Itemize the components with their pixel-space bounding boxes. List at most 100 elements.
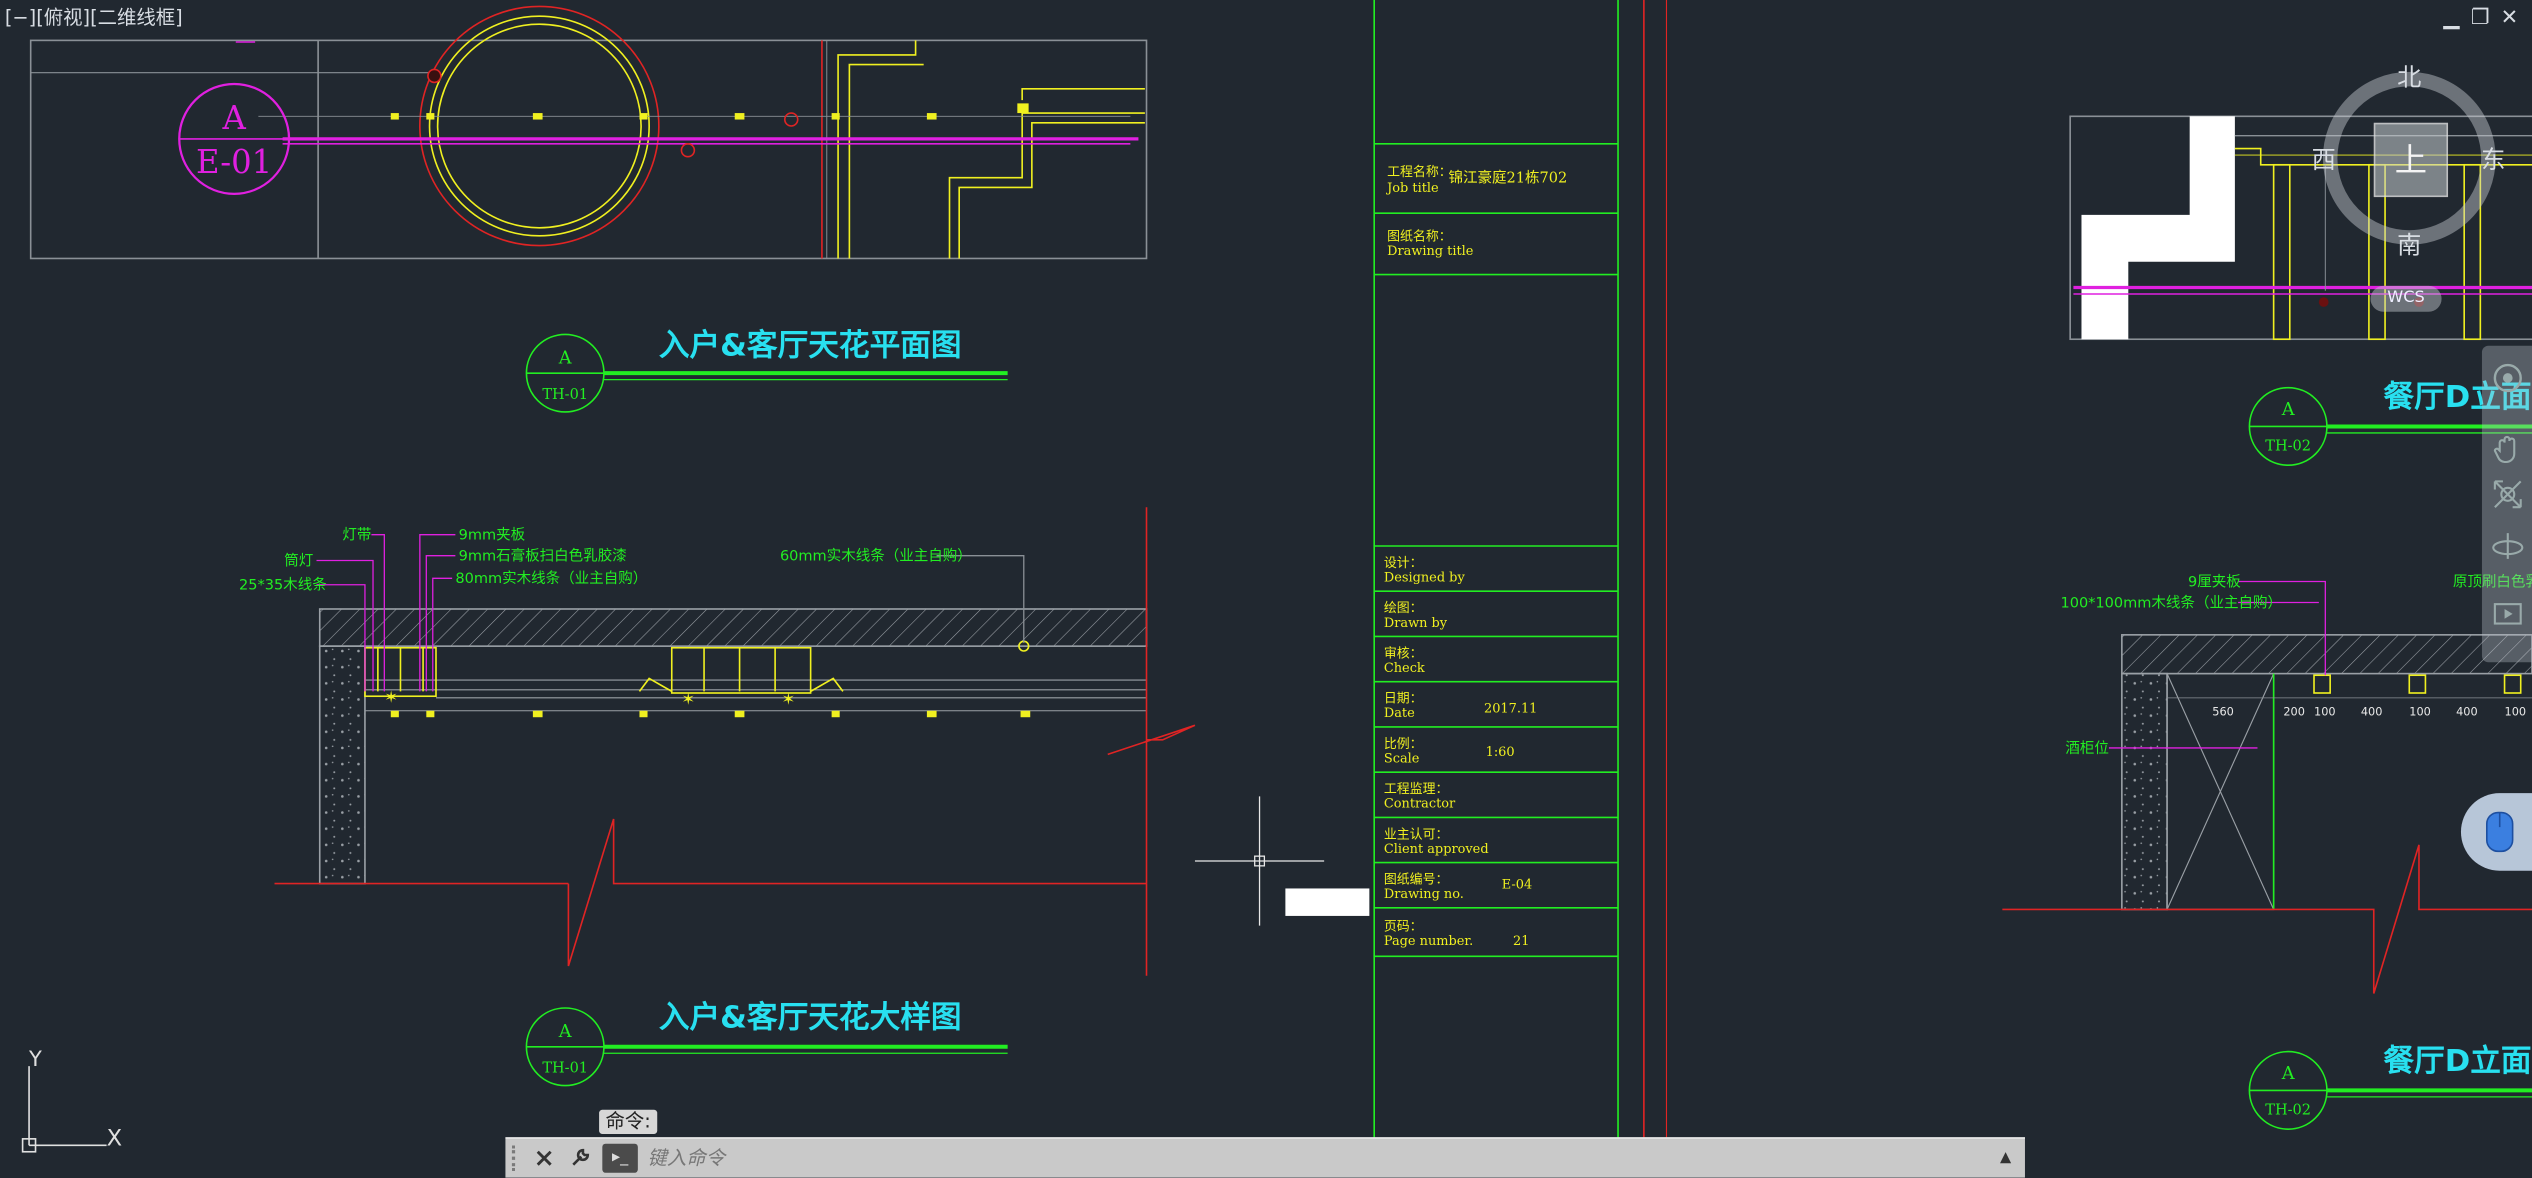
right-detail-title-block: A TH-02 餐厅D立面大: [2248, 1043, 2532, 1130]
title-bubble-bottom: TH-02: [2265, 439, 2311, 455]
pan-hand-icon[interactable]: [2488, 430, 2527, 469]
dim-label: 100: [2505, 706, 2527, 719]
tb-date-value: 2017.11: [1484, 701, 1537, 716]
tb-drawing-cn: 图纸名称：: [1387, 229, 1452, 245]
callout-right-plywood: 9厘夹板: [2188, 572, 2241, 590]
dim-label: 400: [2361, 706, 2383, 719]
compass-south[interactable]: 南: [2397, 232, 2421, 260]
title-bubble-bottom: TH-02: [2265, 1103, 2311, 1119]
command-line: ▸_ ▲: [505, 1137, 2025, 1178]
title-bubble-bottom: TH-01: [542, 1061, 588, 1077]
title-bubble-top: A: [2281, 400, 2295, 420]
ceiling-detail-section: ✶ ✶ ✶: [274, 507, 1196, 976]
callout-right-wood-strip: 100*100mm木线条（业主自购）: [2060, 594, 2282, 611]
title-block: 工程名称： Job title 锦江豪庭21栋702 图纸名称： Drawing…: [1373, 0, 1668, 1176]
tb-contractor-en: Contractor: [1384, 797, 1456, 812]
tb-drawingno-en: Drawing no.: [1384, 887, 1464, 902]
navigation-bar: [2481, 345, 2532, 663]
tb-client-cn: 业主认可：: [1384, 827, 1449, 842]
callout-solid-wood-60: 60mm实木线条（业主自购）: [780, 548, 972, 565]
showmotion-icon[interactable]: [2488, 594, 2527, 633]
callout-gypsum-board: 9mm石膏板扫白色乳胶漆: [459, 547, 627, 565]
callout-downlight: 筒灯: [284, 552, 313, 569]
command-line-grip[interactable]: [511, 1145, 525, 1172]
tb-project-en: Job title: [1385, 181, 1439, 196]
tb-date-cn: 日期：: [1384, 692, 1423, 707]
title-bubble-top: A: [2281, 1064, 2295, 1084]
recent-commands-dropdown[interactable]: ▸_: [602, 1143, 638, 1173]
tb-scale-en: Scale: [1384, 751, 1420, 766]
detail-title-block: A TH-01 入户&客厅天花大样图: [525, 999, 1008, 1087]
restore-button[interactable]: ❐: [2470, 6, 2490, 31]
ucs-icon: Y X: [21, 1047, 122, 1153]
dim-label: 100: [2314, 706, 2336, 719]
callout-light-strip: 灯带: [342, 527, 371, 544]
right-plan-title-block: A TH-02 餐厅D立面平: [2248, 379, 2532, 467]
plan-title: 入户&客厅天花平面图: [659, 327, 962, 363]
tb-page-cn: 页码：: [1384, 919, 1423, 934]
viewcube-top-face[interactable]: 上: [2373, 122, 2449, 198]
tb-drawingno-value: E-04: [1502, 877, 1532, 892]
dining-elevation-detail: [2002, 634, 2532, 994]
right-detail-title: 餐厅D立面大: [2383, 1043, 2532, 1079]
title-bubble-top: A: [558, 1022, 572, 1042]
wrench-icon: [572, 1148, 590, 1166]
full-navigation-wheel-icon[interactable]: [2488, 359, 2527, 398]
close-icon: [536, 1150, 552, 1166]
tb-contractor-cn: 工程监理：: [1384, 782, 1449, 797]
dim-label: 100: [2409, 706, 2431, 719]
callout-right-ceiling: 原顶刷白色乳: [2453, 573, 2532, 590]
command-input[interactable]: [647, 1142, 1993, 1175]
tb-designed-en: Designed by: [1384, 571, 1466, 586]
right-detail-callouts: 9厘夹板 100*100mm木线条（业主自购） 原顶刷白色乳 酒柜位: [2060, 572, 2532, 756]
mouse-hardware-icon[interactable]: [2460, 793, 2532, 871]
plan-section-bubble-e01: A E-01: [178, 82, 291, 195]
bubble-top-label: A: [221, 99, 246, 137]
viewcube-compass[interactable]: 北 南 西 东: [2312, 64, 2506, 260]
dining-elevation-plan: [2069, 115, 2532, 341]
ucs-y-label: Y: [28, 1047, 42, 1071]
ceiling-plan-fragment: [29, 5, 1148, 260]
command-history-toggle[interactable]: ▲: [1999, 1150, 2012, 1167]
tb-drawn-cn: 绘图：: [1384, 601, 1423, 616]
callout-plywood: 9mm夹板: [459, 526, 526, 544]
dim-label: 400: [2456, 706, 2478, 719]
tooltip-box: [1285, 888, 1370, 916]
compass-north[interactable]: 北: [2397, 64, 2421, 92]
detail-callouts: 灯带 筒灯 25*35木线条 9mm夹板 9mm石膏板扫白色乳胶漆 80mm实木…: [239, 526, 1025, 692]
close-command-line-button[interactable]: [528, 1142, 560, 1174]
callout-solid-wood-80: 80mm实木线条（业主自购）: [455, 570, 647, 587]
tb-project-cn: 工程名称：: [1387, 164, 1452, 180]
tb-designed-cn: 设计：: [1384, 556, 1423, 571]
tb-check-en: Check: [1384, 661, 1425, 676]
minimize-button[interactable]: ▁: [2443, 6, 2460, 31]
tb-page-en: Page number.: [1384, 934, 1473, 949]
command-history-hint: 命令:: [599, 1109, 658, 1134]
ucs-x-label: X: [107, 1125, 122, 1151]
right-dimensions: 560 200 100 400 100 400 100: [2212, 706, 2526, 719]
close-button[interactable]: ✕: [2500, 6, 2519, 31]
right-plan-title: 餐厅D立面平: [2383, 379, 2532, 415]
wcs-dropdown[interactable]: WCS: [2370, 285, 2442, 312]
bubble-bottom-label: E-01: [196, 143, 272, 181]
customize-button[interactable]: [564, 1142, 596, 1174]
viewport-controls-label[interactable]: [−][俯视][二维线框]: [4, 6, 183, 30]
tb-drawing-en: Drawing title: [1387, 244, 1473, 259]
tb-check-cn: 审核：: [1384, 646, 1423, 661]
tb-client-en: Client approved: [1384, 842, 1489, 857]
tb-page-value: 21: [1513, 934, 1529, 949]
tb-project-value: 锦江豪庭21栋702: [1448, 169, 1567, 187]
compass-west[interactable]: 西: [2312, 146, 2336, 174]
svg-text:✶: ✶: [681, 689, 695, 708]
compass-east[interactable]: 东: [2481, 146, 2505, 174]
orbit-icon[interactable]: [2488, 527, 2527, 566]
svg-text:✶: ✶: [384, 688, 398, 707]
callout-wine-cabinet: 酒柜位: [2065, 740, 2109, 757]
tb-scale-value: 1:60: [1486, 745, 1515, 760]
callout-wood-strip: 25*35木线条: [239, 577, 327, 594]
title-bubble-top: A: [558, 348, 572, 368]
tb-date-en: Date: [1384, 706, 1415, 721]
zoom-extents-icon[interactable]: [2488, 475, 2527, 514]
